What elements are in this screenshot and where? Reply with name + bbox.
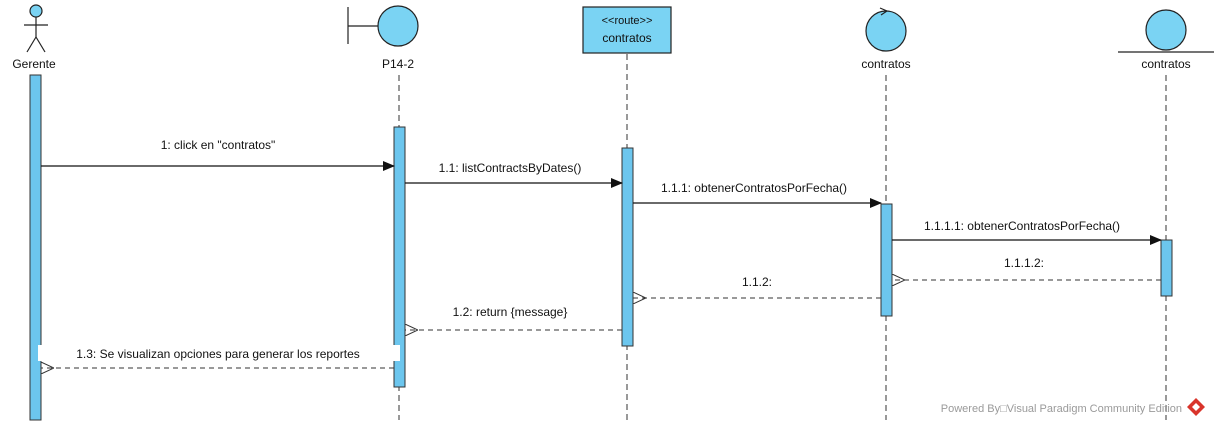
participant-label-control: contratos [861,57,910,71]
participant-label-gerente: Gerente [12,57,56,71]
participant-gerente[interactable] [24,4,48,53]
message-label-1: 1: click en "contratos" [161,138,276,152]
activations [29,74,1173,421]
activation-entity [1160,239,1173,297]
activation-route [621,147,634,347]
message-label-1-2: 1.2: return {message} [453,305,568,319]
participant-control[interactable] [865,7,907,52]
participant-label-entity: contratos [1141,57,1190,71]
message-label-1-1-2: 1.1.2: [742,275,772,289]
participant-p14[interactable] [347,5,419,47]
participant-label-p14: P14-2 [382,57,414,71]
participant-label-route: contratos [602,31,651,45]
message-label-1-3: 1.3: Se visualizan opciones para generar… [76,347,360,361]
activation-control [880,203,893,317]
footer: Powered By□Visual Paradigm Community Edi… [941,398,1205,416]
message-label-1-1: 1.1: listContractsByDates() [439,161,582,175]
boundary-icon [347,5,419,47]
participant-entity[interactable] [1118,9,1214,53]
message-label-1-1-1-1: 1.1.1.1: obtenerContratosPorFecha() [924,219,1120,233]
class-box [582,6,672,54]
route-stereotype: <<route>> [602,15,653,27]
visual-paradigm-logo-icon [1187,398,1205,416]
footer-text: Powered By□Visual Paradigm Community Edi… [941,403,1182,415]
control-icon [865,7,907,52]
activation-gerente [29,74,42,421]
message-label-bg-1-3 [38,345,400,361]
message-label-1-1-1: 1.1.1: obtenerContratosPorFecha() [661,181,847,195]
activation-p14 [393,126,406,388]
entity-icon [1118,9,1214,53]
message-label-1-1-1-2: 1.1.1.2: [1004,256,1044,270]
actor-icon [29,4,43,18]
lifelines [35,54,1167,420]
participant-route[interactable]: <<route>> contratos [582,6,672,54]
messages: 1: click en "contratos" 1.1: listContrac… [38,138,1162,368]
